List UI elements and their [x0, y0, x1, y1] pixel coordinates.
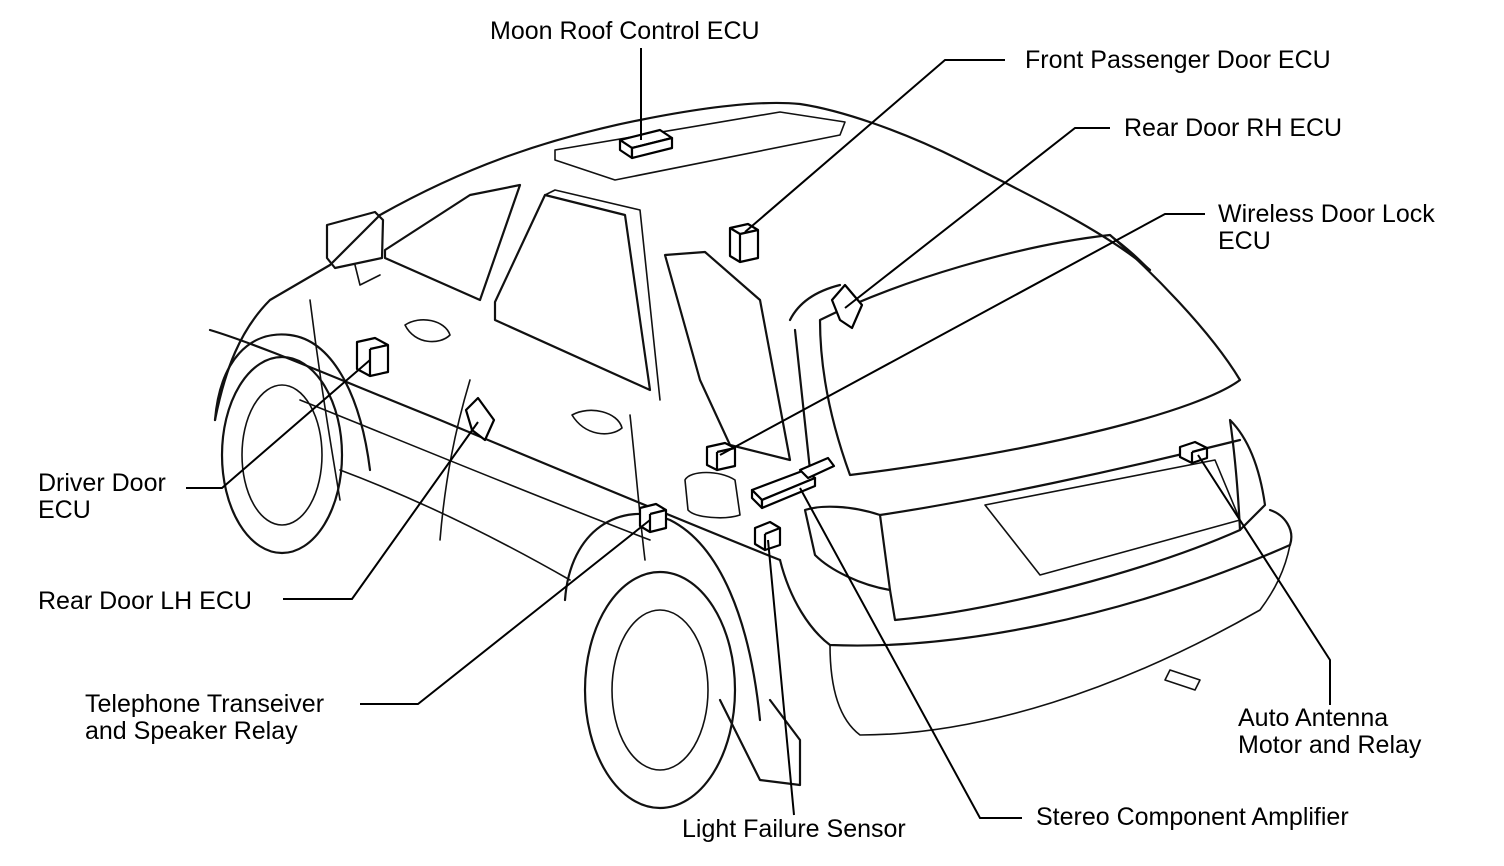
- rear-side-window: [493, 193, 652, 392]
- leader-wireless-door-lock: [719, 213, 1205, 456]
- body-side-line: [208, 328, 782, 562]
- label-light-failure-sensor: Light Failure Sensor: [682, 816, 906, 843]
- license-plate: [984, 459, 1241, 576]
- leader-rear-door-rh: [844, 127, 1110, 309]
- moon-roof-control-ecu-box: [618, 128, 674, 160]
- front-passenger-door-ecu-box: [728, 222, 760, 264]
- label-line: Telephone Transeiver: [85, 690, 325, 718]
- rear-door-seam: [439, 379, 646, 561]
- label-moon-roof-control-ecu: Moon Roof Control ECU: [490, 18, 760, 45]
- label-rear-door-rh-ecu: Rear Door RH ECU: [1124, 115, 1342, 142]
- front-wheel-arch: [213, 333, 372, 472]
- leader-telephone: [360, 519, 651, 705]
- leader-rear-door-lh: [283, 421, 479, 600]
- label-line: and Speaker Relay: [85, 717, 298, 745]
- mirror-arm: [354, 264, 381, 286]
- front-wheel-rim: [241, 384, 323, 526]
- fuel-door: [684, 471, 741, 519]
- label-line: Motor and Relay: [1238, 731, 1422, 759]
- rear-bumper: [778, 508, 1293, 647]
- b-pillar: [544, 189, 661, 401]
- label-line: Driver Door: [38, 469, 166, 497]
- auto-antenna-box: [1178, 440, 1209, 465]
- label-line: Moon Roof Control ECU: [490, 17, 760, 45]
- rear-wheel: [583, 570, 737, 810]
- exhaust-tip: [1164, 669, 1201, 691]
- front-door-seam: [309, 299, 341, 501]
- rear-hatch-lower: [878, 438, 1242, 622]
- front-window: [383, 183, 522, 302]
- rear-hatch-glass: [818, 233, 1242, 477]
- front-door-handle: [404, 319, 451, 343]
- stereo-component-amplifier-box: [750, 456, 836, 510]
- leader-auto-antenna: [1197, 454, 1331, 705]
- label-line: Wireless Door Lock: [1218, 200, 1435, 228]
- rear-bumper-lower: [829, 544, 1291, 736]
- leader-stereo-amp: [799, 487, 1022, 819]
- front-wheel: [220, 355, 344, 555]
- label-wireless-door-lock-ecu: Wireless Door Lock ECU: [1218, 201, 1435, 255]
- label-line: ECU: [1218, 227, 1271, 255]
- label-telephone-transeiver-and-speaker-relay: Telephone Transeiver and Speaker Relay: [85, 691, 324, 745]
- label-auto-antenna-motor-and-relay: Auto Antenna Motor and Relay: [1238, 705, 1421, 759]
- label-line: Stereo Component Amplifier: [1036, 803, 1349, 831]
- label-driver-door-ecu: Driver Door ECU: [38, 470, 166, 524]
- driver-door-ecu-box: [355, 336, 390, 378]
- leader-lines: [186, 48, 1331, 819]
- leader-driver-door: [186, 359, 371, 489]
- label-line: Front Passenger Door ECU: [1025, 46, 1331, 74]
- rear-spoiler: [1109, 234, 1151, 271]
- label-rear-door-lh-ecu: Rear Door LH ECU: [38, 588, 252, 615]
- rear-wheel-rim: [611, 609, 709, 771]
- label-line: ECU: [38, 496, 91, 524]
- label-stereo-component-amplifier: Stereo Component Amplifier: [1036, 804, 1349, 831]
- label-line: Auto Antenna: [1238, 704, 1389, 732]
- roof-outline: [378, 101, 1152, 272]
- telephone-transeiver-box: [638, 502, 668, 534]
- quarter-window: [663, 250, 792, 462]
- label-line: Light Failure Sensor: [682, 815, 906, 843]
- rear-door-handle: [571, 409, 623, 435]
- windshield-edge: [213, 213, 382, 422]
- component-markers: [355, 128, 1209, 552]
- mud-flap: [718, 698, 802, 787]
- leader-light-failure: [767, 539, 795, 816]
- side-mirror: [325, 210, 385, 270]
- label-front-passenger-door-ecu: Front Passenger Door ECU: [1025, 47, 1331, 74]
- d-pillar: [788, 283, 842, 472]
- rocker-panel: [339, 469, 571, 581]
- rear-wheel-arch: [563, 512, 762, 722]
- body-lower-line: [299, 399, 651, 541]
- vehicle-body: [208, 101, 1293, 810]
- wireless-door-lock-ecu-box: [705, 441, 737, 472]
- label-line: Rear Door LH ECU: [38, 587, 252, 615]
- leader-front-passenger-door: [744, 59, 1005, 233]
- label-line: Rear Door RH ECU: [1124, 114, 1343, 142]
- light-failure-sensor-box: [753, 520, 782, 552]
- sunroof: [554, 111, 846, 181]
